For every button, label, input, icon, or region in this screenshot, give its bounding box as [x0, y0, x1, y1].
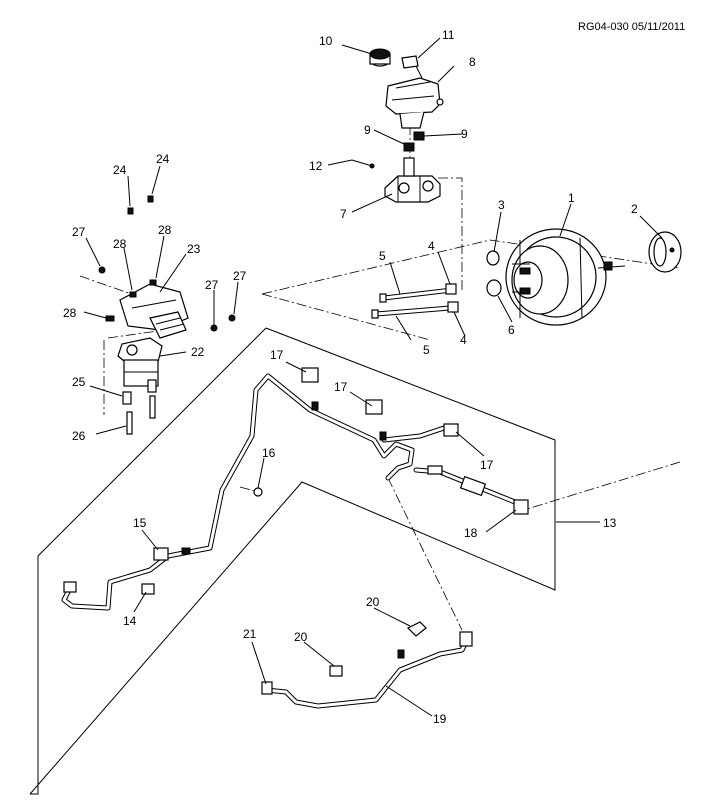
abs-bracket-assembly: [98, 195, 236, 435]
booster-gasket: [648, 231, 682, 273]
fluid-level-sensor: [401, 55, 423, 79]
callout-4-lower: 4: [460, 333, 467, 347]
reservoir-grommets: [403, 131, 425, 152]
callout-12: 12: [309, 159, 323, 173]
callout-4-upper: 4: [428, 239, 435, 253]
callout-24-left: 24: [113, 163, 127, 177]
leader-lines: [83, 37, 663, 717]
callout-16: 16: [262, 446, 276, 460]
callout-19: 19: [433, 712, 447, 726]
callout-25: 25: [72, 375, 86, 389]
brake-pipe-upper: [61, 373, 529, 611]
callout-14: 14: [123, 614, 137, 628]
callout-7: 7: [340, 207, 347, 221]
callout-18: 18: [464, 526, 478, 540]
fluid-reservoir: [385, 77, 444, 129]
booster-studs: [371, 283, 459, 319]
callout-8: 8: [469, 55, 476, 69]
callout-6: 6: [508, 323, 515, 337]
callout-9-left: 9: [364, 123, 371, 137]
brake-pipe-lower: [261, 621, 473, 709]
callout-5-lower: 5: [423, 343, 430, 357]
callout-11: 11: [442, 28, 455, 42]
guide-lines: [29, 125, 681, 795]
callout-28-mid: 28: [158, 223, 172, 237]
callout-27-right: 27: [233, 269, 247, 283]
callout-20-a: 20: [366, 595, 380, 609]
reservoir-cap: [369, 48, 391, 67]
booster-seal-parts: [486, 250, 502, 297]
callout-28-left: 28: [63, 306, 77, 320]
callout-13: 13: [603, 516, 617, 530]
callout-21: 21: [243, 627, 257, 641]
callout-10: 10: [319, 34, 333, 48]
callout-15: 15: [133, 516, 147, 530]
callout-5-upper: 5: [379, 249, 386, 263]
callout-17-a: 17: [270, 348, 284, 362]
pipe-clips: [141, 367, 459, 595]
callout-26: 26: [72, 429, 86, 443]
callout-20-b: 20: [294, 630, 308, 644]
brake-booster: [505, 228, 626, 326]
callout-numbers: 1 2 3 4 4 5 5 6 7 8 9 9 10 11 12 13 14 1…: [63, 28, 638, 726]
callout-24-right: 24: [156, 152, 170, 166]
callout-27-mid: 27: [205, 278, 219, 292]
callout-28-top: 28: [113, 237, 127, 251]
diagram-reference: RG04-030 05/11/2011: [578, 21, 685, 33]
callout-22: 22: [191, 345, 205, 359]
callout-2: 2: [631, 202, 638, 216]
callout-17-b: 17: [334, 380, 348, 394]
callout-17-c: 17: [480, 458, 494, 472]
callout-27-left: 27: [72, 225, 86, 239]
callout-9-right: 9: [461, 127, 468, 141]
master-cylinder: [351, 157, 441, 203]
callout-3: 3: [498, 198, 505, 212]
callout-1: 1: [568, 191, 575, 205]
callout-23: 23: [187, 242, 201, 256]
